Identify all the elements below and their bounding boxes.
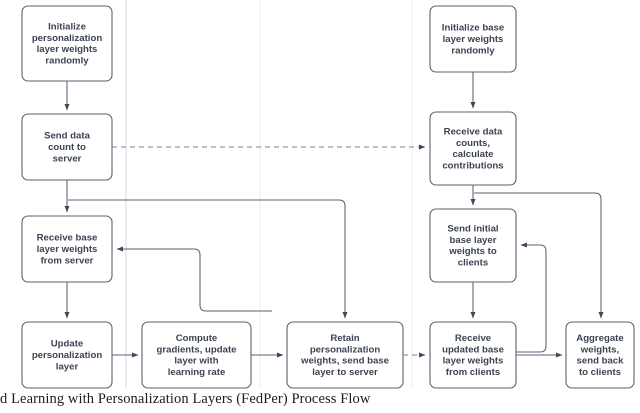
lane-divider-layer <box>125 0 413 388</box>
node-box-send-data-count <box>21 113 113 181</box>
node-box-receive-base-layer-weights <box>21 215 113 283</box>
node-box-receive-data-counts <box>429 111 517 186</box>
figure-caption: d Learning with Personalization Layers (… <box>0 391 371 407</box>
node-box-retain-personalization-weights <box>286 321 404 389</box>
node-box-send-initial-base-layer <box>429 208 517 283</box>
edge-send-data-count-to-retain-personalization <box>68 199 348 319</box>
node-box-receive-updated-base-layer <box>429 321 517 389</box>
node-box-init-base-layer <box>429 5 517 73</box>
node-box-aggregate-weights <box>565 321 635 389</box>
node-box-compute-gradients <box>141 321 252 389</box>
edge-layer <box>64 72 604 358</box>
node-box-update-personalization-layer <box>21 321 113 389</box>
edge-receive-updated-to-send-initial-loop <box>516 242 547 353</box>
node-box-init-personalization <box>21 5 113 82</box>
edge-receive-data-counts-to-aggregate <box>474 192 604 319</box>
edge-compute-gradients-to-receive-base-layer-loop <box>116 246 272 312</box>
